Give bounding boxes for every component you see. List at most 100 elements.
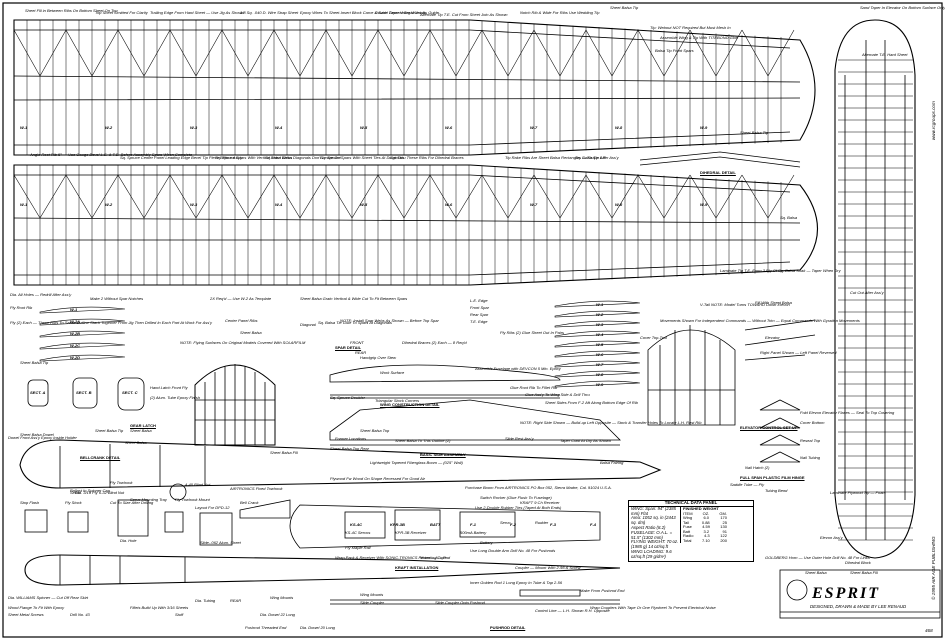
detail-note: Dihedral Braces (2) Each — 8 Req'd: [402, 340, 467, 345]
detail-note: Ply Maple Rail: [345, 545, 371, 550]
fuselage-label: BATT: [430, 522, 441, 527]
technical-data-title: TECHNICAL DATA PANEL: [629, 500, 753, 507]
technical-data-row: WING: Span: 94" (2385 mm) Flat: [631, 505, 676, 516]
wing-rib-label: W-4: [275, 125, 283, 130]
wing-rib-label: W-9: [700, 202, 708, 207]
copyright-label: © 1995 AIR AGE PUBLISHING: [931, 536, 936, 600]
left-note: Wood Flange To Fit With Epoxy: [8, 605, 65, 610]
left-note: Hand Latch Front Ply: [150, 385, 188, 390]
left-note: Sheet Balsa Tip: [20, 360, 49, 365]
detail-note: Tubing Bend: [765, 488, 788, 493]
left-note: Stuff: [175, 612, 184, 617]
section-title: FULL SPAN PLASTIC FILM HINGE: [740, 475, 805, 480]
section-title: KRAFT INSTALLATION: [395, 565, 439, 570]
detail-note: Rudder: [535, 520, 549, 525]
fuselage-sections: [27, 377, 145, 411]
top-note: Sheet Balsa Tip: [610, 5, 639, 10]
small-rib-label: W-1: [70, 307, 78, 312]
weight-cell: 25: [722, 519, 727, 525]
detail-note: Sq. Spruce Doubler: [330, 395, 365, 400]
section-title: GEAR LATCH: [130, 423, 156, 428]
technical-data-row: FLYING WEIGHT: 70 oz. (1985 g) 14 oz/sq.…: [631, 539, 679, 550]
section-title: WING CONSTRUCTION DETAIL: [380, 402, 440, 407]
elevon-panel: [647, 325, 736, 426]
wing-rib-label: W-8: [615, 202, 623, 207]
wing-rib-label: W-5: [360, 125, 368, 130]
left-note: Dia. All Holes — Redrill After Ass'y: [10, 292, 72, 297]
small-parts: [24, 483, 291, 546]
left-note: Ply Root Rib: [10, 305, 33, 310]
fuselage-side-view: [19, 439, 662, 489]
construction-note: Assemble Wing & Tip With TITEBOND Glue: [660, 35, 739, 40]
receiver-label: KPR-3B Receiver: [395, 530, 427, 535]
left-note: Dia. Hole: [120, 538, 137, 543]
detail-note: Diagonal: [300, 322, 316, 327]
left-note: Ply (2) Each — These Ribs To Same Outlin…: [10, 320, 213, 325]
detail-note: Front Spar: [470, 305, 489, 310]
weight-cell: 7.10: [701, 537, 710, 543]
left-note: Wing Mounts: [270, 595, 294, 600]
detail-note: Cover Bottom: [800, 420, 825, 425]
left-note: Sheet Balsa: [130, 428, 152, 433]
section-title: BELLCRANK DETAIL: [80, 455, 121, 460]
construction-note: Balsa Tip Front Spars: [655, 48, 694, 53]
detail-note: Glue Ass'y To Wing Side & Drill Thru: [525, 392, 590, 397]
page-number: 468: [925, 628, 933, 633]
detail-note: Sheet Balsa Fill: [270, 450, 298, 455]
rib-stack-label: W-2: [596, 312, 604, 317]
detail-note: Make From Pushrod End: [580, 588, 625, 593]
construction-note: Sq. Hard Balsa Diagonals Don't Leave Out: [265, 155, 341, 160]
section-title: BASIC SIDE ASSEMBLY: [420, 452, 466, 457]
detail-note: Coupler — Mount With 2-56 & Screw: [515, 565, 581, 570]
left-note: Ply Towhook: [110, 480, 133, 485]
left-note: Dia. Dowel 20 Long: [300, 625, 335, 630]
detail-note: NOTE: Install Spar Webs As Shown — Befor…: [340, 318, 439, 323]
left-note: Drill No. 43: [70, 612, 90, 617]
rib-stack-label: W-4: [596, 332, 604, 337]
detail-note: Fold Elevon Elevator Flaxes — Seal To To…: [800, 410, 895, 415]
section-label: SECT. C: [122, 390, 138, 395]
detail-note: Saddle Tube — Ply: [730, 482, 765, 487]
weight-cell: 170: [720, 515, 727, 520]
technical-data-row: Area: 1052 sq. in (2443 sq. dm): [631, 515, 676, 526]
left-note: Sheet Balsa Tip: [95, 428, 124, 433]
detail-note: Reseal Top: [800, 438, 821, 443]
detail-note: Work Surface: [380, 370, 405, 375]
top-note: Alternate Tip T.E. Cut From Sheet Join A…: [420, 12, 508, 17]
weight-cell: Batt: [683, 528, 691, 534]
construction-note: Sq. Spruce Center Panel Leading Edge Bev…: [120, 155, 243, 160]
detail-note: Sheet Balsa: [240, 330, 262, 335]
top-note: Sheet Fill in Between Ribs On Bottom She…: [25, 8, 118, 13]
fin-outline: [194, 364, 276, 446]
detail-note: REAR: [355, 350, 367, 355]
left-note: Ply Stock: [65, 500, 82, 505]
fuselage-label: KPR-3B: [390, 522, 405, 527]
rib-stack-label: W-5: [596, 342, 604, 347]
weight-cell: 122: [720, 533, 727, 538]
detail-note: Handgrip Over Stew: [360, 355, 397, 360]
weight-cell: Total: [683, 537, 692, 543]
detail-note: Battery: [480, 540, 493, 545]
weight-cell: 3.2: [703, 528, 710, 534]
detail-note: Lightweight Tapered Fiberglass Boom — (0…: [370, 460, 463, 465]
detail-note: Slide Rest Ass'y: [505, 436, 534, 441]
detail-note: Sheet Balsa Grain Vertical & Wide Cut To…: [300, 296, 408, 301]
website-label: www.rcgroups.com: [931, 101, 936, 140]
detail-note: Sheet Balsa Top Rear: [330, 446, 369, 451]
title-block: [779, 569, 941, 619]
weight-column-header: OZ.: [702, 510, 710, 516]
left-note: Dia. Tubing: [195, 598, 216, 603]
left-note: Dia. WILLIAMS Spinner — Cut Off Rear Ski…: [8, 595, 89, 600]
detail-note: AIRTRONICS Fixed Towhook: [230, 486, 283, 491]
detail-note: Sheet Balsa: [805, 570, 827, 575]
left-note: Bell Crank: [240, 500, 259, 505]
detail-note: T.E. Edge: [470, 319, 488, 324]
small-rib-label: W-2A: [70, 319, 81, 324]
detail-note: Taper Cowl At Dry As Shown: [560, 438, 612, 443]
detail-note: Sq. Balsa Tie Glue To Spars At Diagonals: [318, 320, 392, 325]
technical-data-panel: TECHNICAL DATA PANEL WING: Span: 94" (23…: [628, 500, 754, 562]
